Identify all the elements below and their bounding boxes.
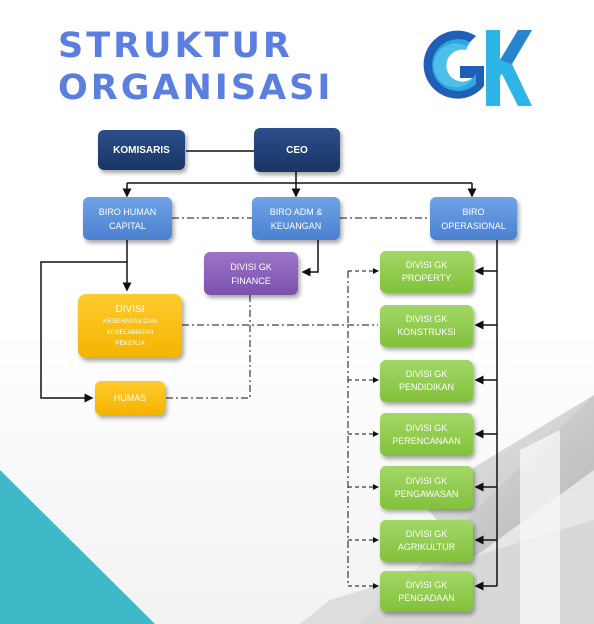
teal-triangle bbox=[0, 470, 155, 624]
div-pendidikan-line2: PENDIDIKAN bbox=[398, 382, 454, 392]
biro-ops-line2: OPERASIONAL bbox=[441, 220, 506, 231]
node-biro-human-capital: BIRO HUMAN CAPITAL bbox=[83, 197, 172, 240]
node-divisi-pengadaan: DIVISI GK PENGADAAN bbox=[380, 571, 473, 612]
node-ceo-label: CEO bbox=[286, 144, 308, 156]
div-konstruksi-line2: KONSTRUKSI bbox=[397, 327, 456, 337]
biro-hc-line1: BIRO HUMAN bbox=[98, 206, 157, 217]
div-perencanaan-line1: DIVISI GK bbox=[405, 422, 448, 433]
div-pengadaan-line1: DIVISI GK bbox=[405, 579, 448, 590]
div-agrikultur-line1: DIVISI GK bbox=[405, 529, 448, 539]
dash-finance-humas bbox=[166, 295, 251, 399]
div-k3-line2: KESEHATAN DAN bbox=[103, 318, 157, 325]
div-property-line1: DIVISI GK bbox=[405, 260, 448, 270]
biro-adm-line2: KEUANGAN bbox=[270, 220, 322, 231]
div-k3-line1: DIVISI bbox=[115, 304, 145, 315]
page-title-line1: STRUKTUR bbox=[58, 26, 293, 66]
node-divisi-konstruksi: DIVISI GK KONSTRUKSI bbox=[380, 305, 473, 347]
logo-k-accent bbox=[500, 30, 532, 64]
node-divisi-k3: DIVISI KESEHATAN DAN KESELAMATAN PEKERJA bbox=[78, 294, 182, 358]
room-window bbox=[520, 430, 560, 624]
arrow-to-finance bbox=[301, 240, 319, 277]
div-finance-line1: DIVISI GK bbox=[230, 261, 272, 272]
node-divisi-property: DIVISI GK PROPERTY bbox=[380, 251, 473, 293]
node-biro-adm-keuangan: BIRO ADM & KEUANGAN bbox=[252, 197, 340, 240]
div-k3-line3: KESELAMATAN bbox=[106, 329, 154, 336]
div-pengawasan-line2: PENGAWASAN bbox=[394, 488, 459, 499]
logo-name: GK bbox=[414, 20, 416, 21]
div-property-line2: PROPERTY bbox=[401, 273, 452, 283]
node-komisaris-label: KOMISARIS bbox=[113, 144, 170, 156]
biro-hc-line2: CAPITAL bbox=[109, 220, 146, 231]
div-pengadaan-line2: PENGADAAN bbox=[398, 592, 455, 603]
div-pendidikan-line1: DIVISI GK bbox=[405, 369, 448, 379]
node-divisi-finance: DIVISI GK FINANCE bbox=[204, 252, 298, 295]
node-komisaris: KOMISARIS bbox=[98, 130, 185, 170]
div-finance-line2: FINANCE bbox=[231, 275, 271, 286]
logo-g-inner bbox=[432, 39, 476, 92]
div-konstruksi-line1: DIVISI GK bbox=[405, 314, 448, 324]
node-ceo: CEO bbox=[254, 128, 340, 172]
div-pengawasan-line1: DIVISI GK bbox=[405, 475, 448, 486]
node-divisi-agrikultur: DIVISI GK AGRIKULTUR bbox=[380, 520, 473, 562]
node-humas-label: HUMAS bbox=[113, 393, 147, 403]
node-biro-operasional: BIRO OPERASIONAL bbox=[430, 197, 517, 240]
node-divisi-pengawasan: DIVISI GK PENGAWASAN bbox=[380, 466, 473, 509]
node-divisi-pendidikan: DIVISI GK PENDIDIKAN bbox=[380, 360, 473, 402]
biro-ops-line1: BIRO bbox=[462, 206, 485, 217]
node-humas: HUMAS bbox=[95, 381, 165, 415]
node-divisi-perencanaan: DIVISI GK PERENCANAAN bbox=[380, 413, 473, 456]
div-k3-line4: PEKERJA bbox=[115, 340, 145, 347]
div-agrikultur-line2: AGRIKULTUR bbox=[397, 542, 456, 552]
gk-logo: GK bbox=[414, 20, 532, 106]
div-perencanaan-line2: PERENCANAAN bbox=[392, 435, 461, 446]
biro-adm-line1: BIRO ADM & bbox=[269, 206, 323, 217]
page-title-line2: ORGANISASI bbox=[58, 68, 334, 108]
arrow-to-humas bbox=[40, 261, 127, 403]
